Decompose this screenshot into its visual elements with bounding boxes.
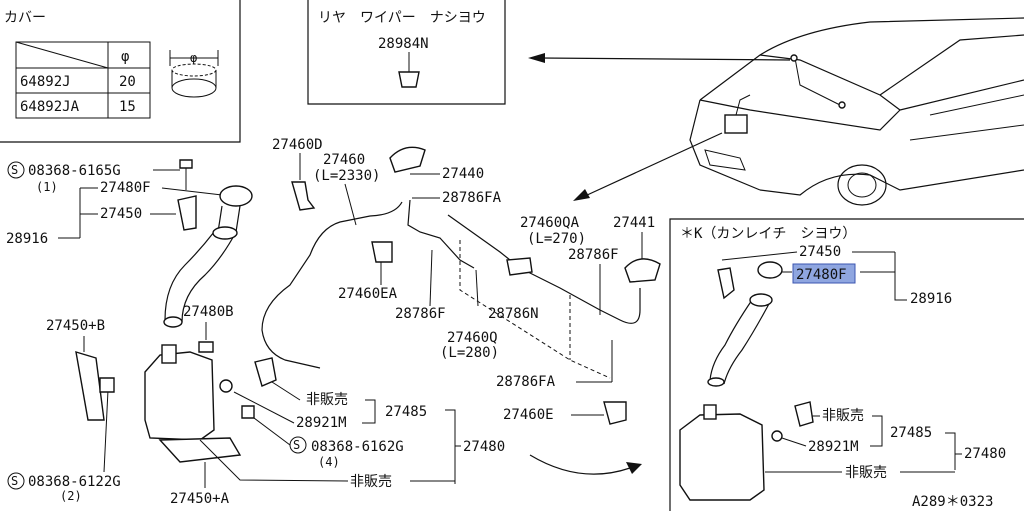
cover-table-header-symbol: φ	[121, 49, 129, 65]
label-27460E: 27460E	[503, 407, 554, 423]
washer-pump-icon	[254, 357, 277, 387]
label-27450A: 27450+A	[170, 491, 230, 507]
bolt-c-label: 08368-6122G	[28, 474, 121, 490]
joint-icon	[506, 257, 533, 276]
grommet-icon	[398, 71, 420, 88]
highlight-27480F	[792, 263, 856, 284]
label-27450B: 27450+B	[46, 318, 105, 334]
label-28786FA-bottom: 28786FA	[496, 374, 556, 390]
clip-icon	[291, 181, 316, 211]
label-27460-length: (L=2330)	[313, 168, 380, 184]
label-27460EA: 27460EA	[338, 286, 398, 302]
rear-wiper-box-border	[307, 0, 506, 105]
inset-reservoir-icon	[679, 413, 765, 501]
rear-wiper-title: リヤ ワイパー ナシヨウ	[318, 10, 486, 26]
cover-table-title: カバー	[4, 10, 46, 26]
inset-label-hibaibai: 非販売	[822, 408, 864, 424]
inset-label-28916: 28916	[910, 291, 952, 307]
inset-label-27480: 27480	[964, 446, 1006, 462]
drawing-code: A289＊0323	[912, 494, 993, 510]
car-washer-tank-icon	[724, 114, 748, 134]
washer-nozzle-icon	[389, 146, 426, 173]
label-27450: 27450	[100, 206, 142, 222]
label-27480: 27480	[463, 439, 505, 455]
label-27460QA: 27460QA	[520, 215, 580, 231]
label-27460QA-length: (L=270)	[527, 231, 586, 247]
washer-reservoir-icon	[144, 351, 215, 441]
cover-table-border	[0, 0, 241, 143]
label-27460Q-length: (L=280)	[440, 345, 499, 361]
rear-nozzle-icon	[624, 258, 661, 283]
inset-label-27485: 27485	[890, 425, 932, 441]
inset-label-28921M: 28921M	[808, 439, 859, 455]
grommet-28921M-icon	[219, 379, 233, 393]
label-27441: 27441	[613, 215, 655, 231]
cover-row-1-value: 20	[119, 74, 136, 90]
label-hibaibai-bottom: 非販売	[350, 474, 392, 490]
label-27460D: 27460D	[272, 137, 323, 153]
rear-wiper-part: 28984N	[378, 36, 429, 52]
label-28786FA-top: 28786FA	[442, 190, 502, 206]
bolt-b-label: 08368-6162G	[311, 439, 404, 455]
filler-cap-icon	[219, 185, 253, 207]
inset-title: ＊K（カンレイチ シヨウ）	[680, 226, 856, 242]
bolt-icon	[179, 159, 193, 169]
bolt-b-qty: (4)	[318, 455, 340, 469]
inset-label-27480F[interactable]: 27480F	[796, 267, 847, 283]
cover-cap-symbol: φ	[190, 51, 197, 65]
label-28916: 28916	[6, 231, 48, 247]
cover-cap-drawing: φ	[169, 50, 219, 98]
cap-b-icon	[198, 341, 214, 353]
label-28786N: 28786N	[488, 306, 539, 322]
svg-text:S: S	[11, 163, 18, 177]
label-27480F: 27480F	[100, 180, 151, 196]
inset-filler-cap-icon	[757, 261, 783, 279]
car-illustration	[689, 17, 1024, 206]
bolt-b-icon	[241, 405, 255, 419]
inset-border	[669, 218, 1024, 511]
inset-pump-icon	[794, 401, 814, 427]
bolt-a-label: 08368-6165G	[28, 163, 121, 179]
bolt-c-icon	[99, 377, 115, 393]
inset-label-27450: 27450	[799, 244, 841, 260]
clamp-icon	[371, 241, 393, 263]
bracket-a-icon	[158, 437, 242, 463]
cover-table-diagonal	[15, 41, 109, 69]
inset-label-hibaibai-bottom: 非販売	[845, 465, 887, 481]
label-27460Q: 27460Q	[447, 330, 498, 346]
bolt-a-qty: (1)	[36, 180, 58, 194]
label-hibaibai: 非販売	[306, 392, 348, 408]
rear-wiper-box: リヤ ワイパー ナシヨウ 28984N	[307, 0, 506, 105]
label-27460: 27460	[323, 152, 365, 168]
cover-table: カバー φ 64892J 20 64892JA 15 φ	[0, 0, 241, 143]
inset-grommet-icon	[771, 430, 783, 442]
bracket-b-icon	[75, 351, 105, 421]
label-27480B: 27480B	[183, 304, 234, 320]
bolt-c-qty: (2)	[60, 489, 82, 503]
label-27485: 27485	[385, 404, 427, 420]
inset-cold-climate: ＊K（カンレイチ シヨウ） 27450 27480F 28916 非販売 289…	[669, 218, 1024, 511]
bracket-icon	[177, 195, 197, 231]
cover-table-grid	[15, 41, 151, 119]
cover-row-2-value: 15	[119, 99, 136, 115]
pointer-arrows	[528, 53, 791, 475]
label-28786F-right: 28786F	[568, 247, 619, 263]
svg-text:S: S	[293, 438, 300, 452]
cover-row-1-part: 64892J	[20, 74, 71, 90]
main-assembly: S 08368-6165G (1) 27480F 27450 28916 274…	[6, 137, 661, 507]
svg-text:S: S	[11, 474, 18, 488]
label-28921M: 28921M	[296, 415, 347, 431]
label-28786F: 28786F	[395, 306, 446, 322]
cover-row-2-part: 64892JA	[20, 99, 80, 115]
inset-bracket-icon	[717, 267, 735, 300]
label-27440: 27440	[442, 166, 484, 182]
clamp-e-icon	[603, 401, 627, 425]
